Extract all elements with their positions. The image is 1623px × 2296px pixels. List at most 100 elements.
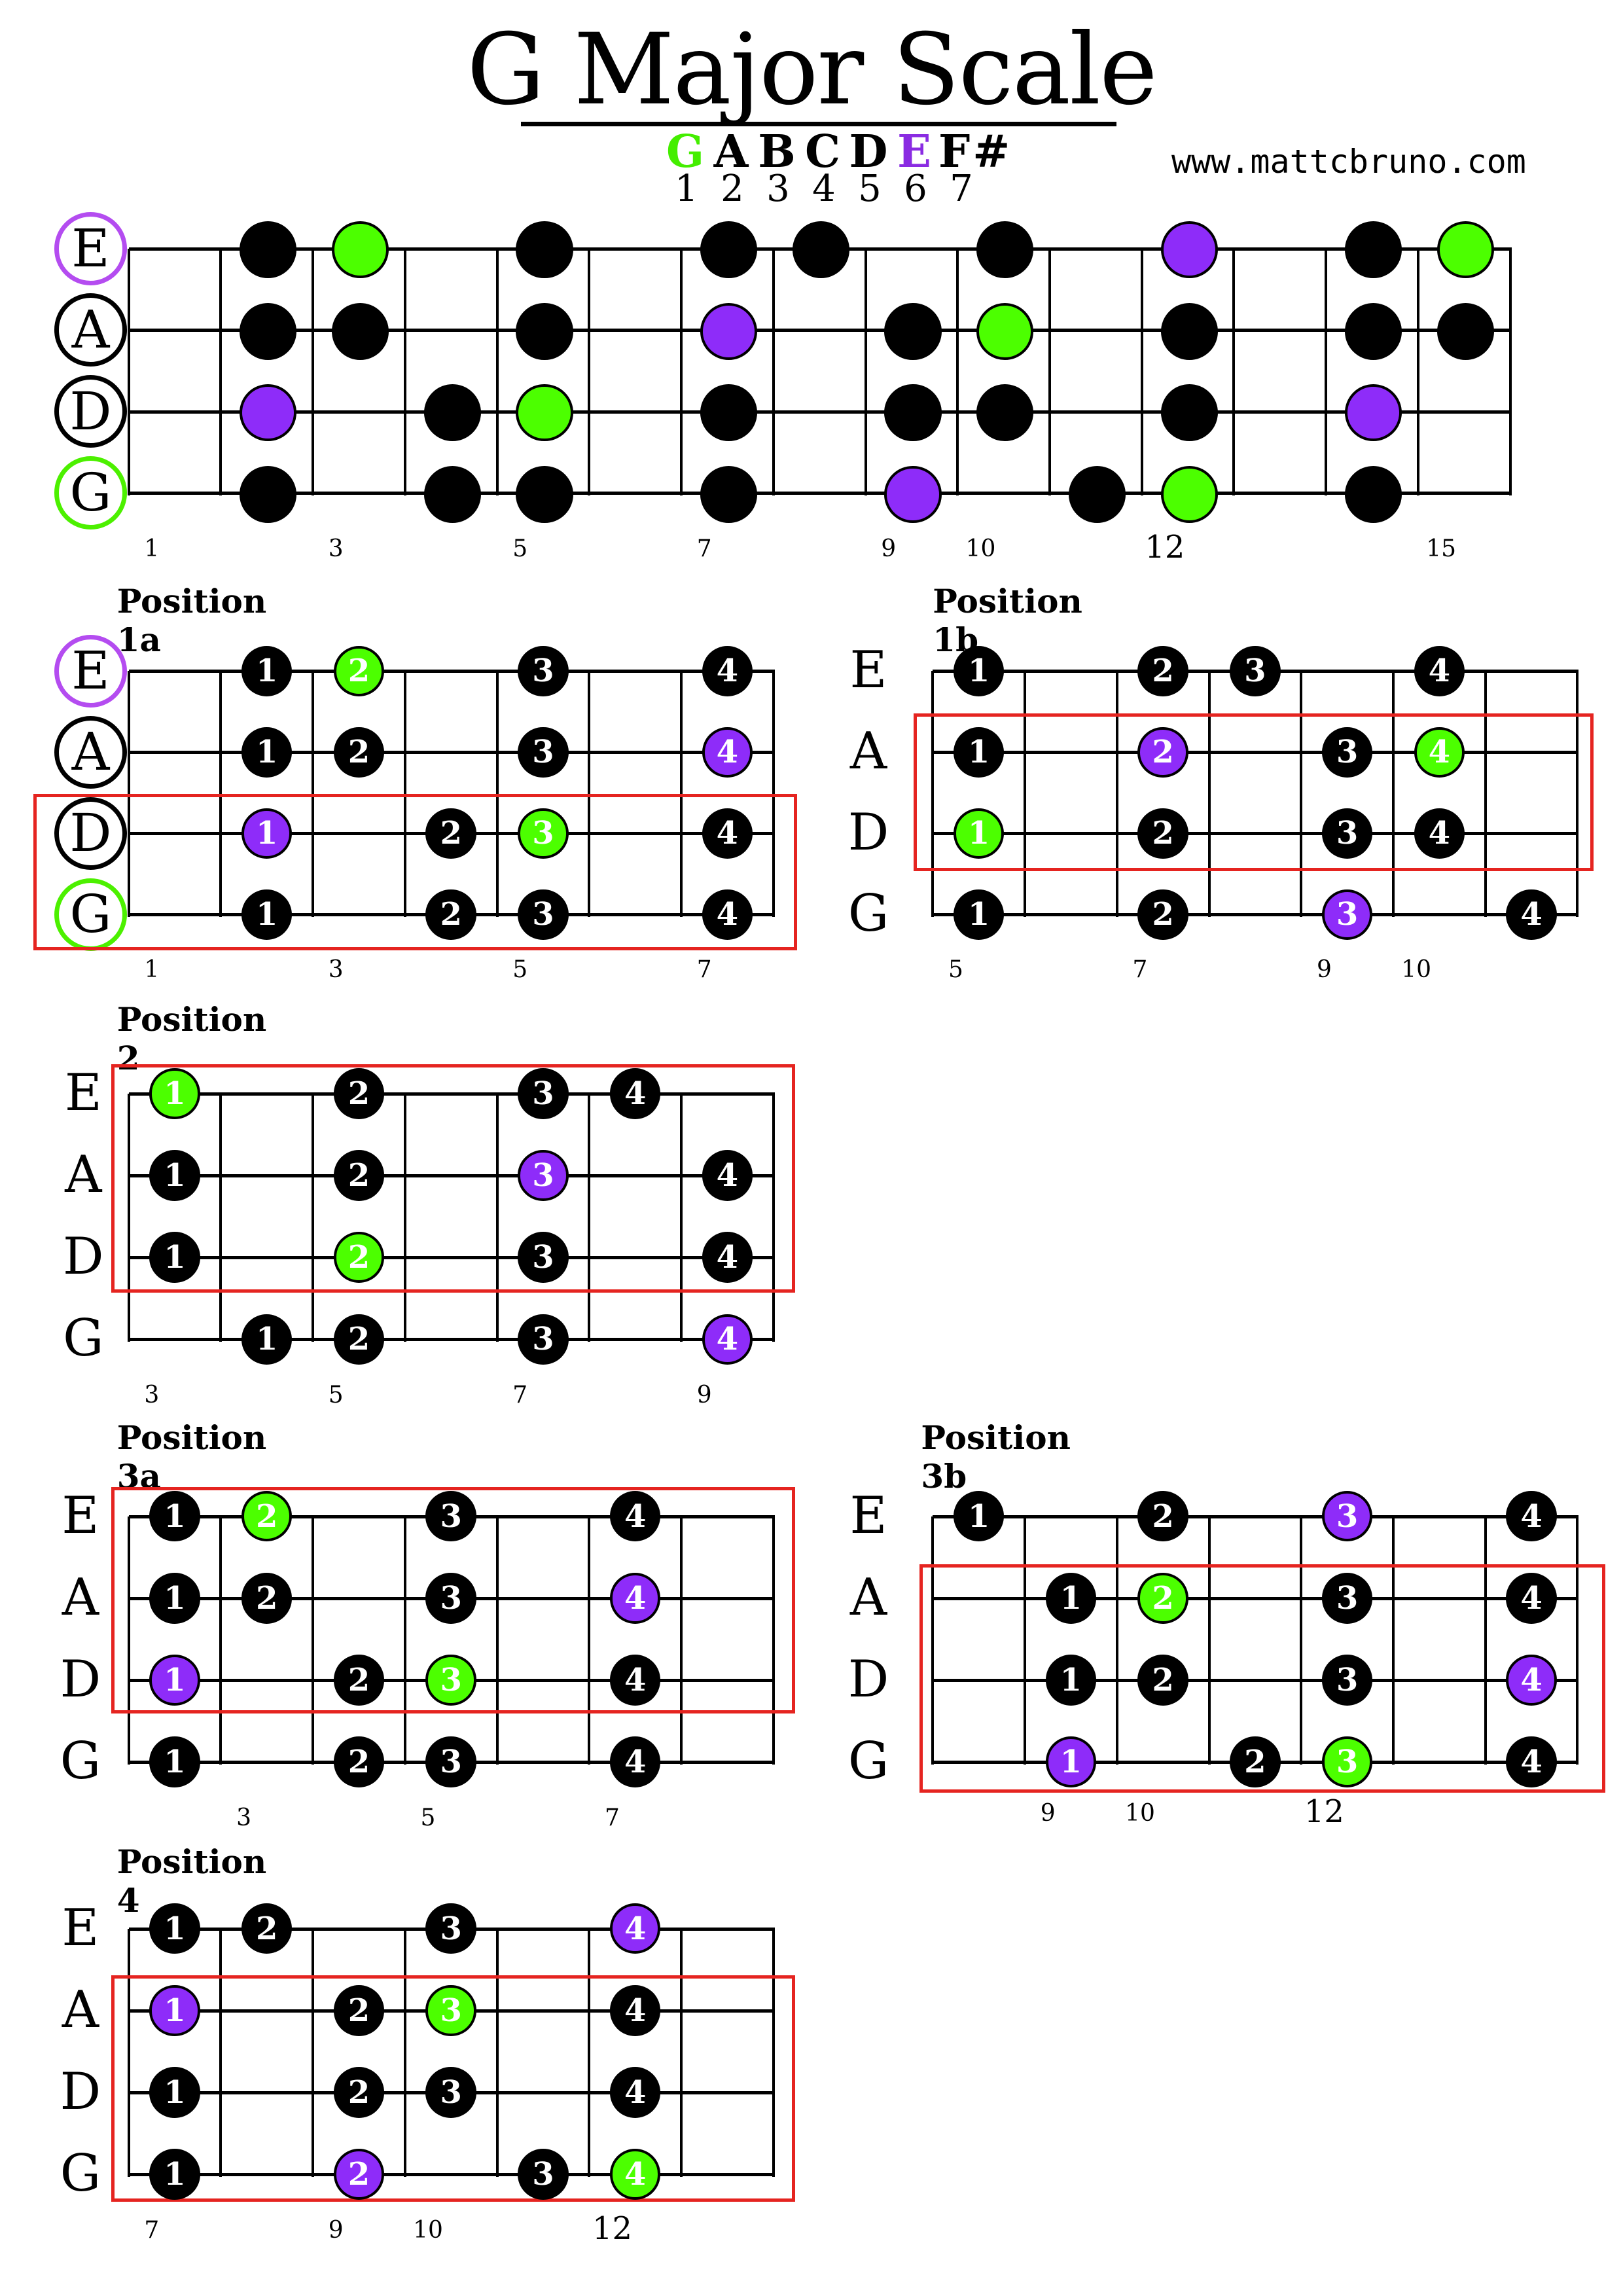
fret-number: 5 — [328, 1382, 344, 1409]
fret-line — [1508, 248, 1512, 496]
website-label: www.mattcbruno.com — [1171, 143, 1526, 181]
sixth-note-dot: 2 — [1137, 726, 1188, 778]
string-label-g: G — [54, 456, 128, 529]
root-note-dot — [976, 302, 1034, 360]
sixth-note-dot: 1 — [149, 1655, 200, 1706]
scale-note-dot — [700, 221, 758, 279]
string-line-e — [128, 670, 775, 673]
fret-number: 5 — [512, 535, 528, 562]
scale-note-dot: 2 — [1137, 1490, 1188, 1542]
string-line-e — [933, 1515, 1579, 1518]
fret-number: 5 — [420, 1804, 436, 1831]
scale-note-dot: 3 — [518, 726, 569, 778]
scale-note-dot — [976, 221, 1034, 279]
string-label-a: A — [54, 715, 128, 789]
scale-note-dot: 2 — [333, 726, 385, 778]
fret-number: 12 — [592, 2210, 633, 2247]
root-note-dot: 2 — [241, 1490, 293, 1542]
string-line-a — [128, 1174, 775, 1178]
string-line-d — [128, 1256, 775, 1260]
scale-note-dot: 3 — [1321, 808, 1373, 859]
root-note-dot: 2 — [1137, 1572, 1188, 1624]
fret-line — [931, 671, 935, 918]
fret-number: 10 — [965, 535, 996, 562]
scale-note-dot: 4 — [1414, 645, 1465, 697]
scale-note-dot: 1 — [953, 726, 1005, 778]
scale-note-dot: 4 — [1414, 808, 1465, 859]
scale-note-dot: 2 — [333, 1314, 385, 1365]
fret-line — [1024, 1516, 1027, 1765]
root-note-dot: 1 — [953, 808, 1005, 859]
sixth-note-dot: 4 — [609, 1572, 661, 1624]
fret-line — [1048, 248, 1051, 496]
position-title: Position 3b — [921, 1418, 1071, 1496]
fret-line — [403, 1094, 406, 1342]
scale-note-dot — [516, 465, 573, 523]
scale-note-dot: 3 — [425, 1490, 476, 1542]
title-underline — [521, 122, 1116, 126]
scale-note-dot: 1 — [149, 1903, 200, 1954]
fret-line — [495, 1094, 499, 1342]
scale-note-dot: 3 — [425, 1903, 476, 1954]
scale-degree: 5 — [858, 168, 882, 210]
scale-note-dot: 3 — [518, 889, 569, 941]
scale-note-dot — [1160, 384, 1218, 442]
fret-line — [1484, 1516, 1487, 1765]
fret-number: 9 — [881, 535, 897, 562]
sixth-note-dot: 4 — [1506, 1655, 1557, 1706]
scale-note-dot: 2 — [1137, 645, 1188, 697]
fret-line — [219, 1094, 223, 1342]
scale-note-dot: 2 — [333, 1984, 385, 2036]
string-label-d: D — [847, 803, 889, 863]
sixth-note-dot: 3 — [518, 1150, 569, 1201]
scale-note-dot: 4 — [1506, 889, 1557, 941]
scale-note-dot — [331, 302, 389, 360]
string-label-e: E — [62, 1486, 99, 1545]
string-label-d: D — [847, 1649, 889, 1709]
scale-note-dot: 3 — [518, 645, 569, 697]
position-title: Position 1a — [116, 582, 267, 660]
root-note-dot: 2 — [333, 1232, 385, 1283]
scale-note-dot — [423, 384, 481, 442]
fret-line — [1576, 671, 1579, 918]
root-note-dot — [516, 384, 573, 442]
fret-number: 9 — [696, 1382, 712, 1409]
fret-line — [127, 1516, 130, 1765]
position-title: Position 2 — [116, 1000, 267, 1078]
scale-note-dot — [1345, 221, 1402, 279]
string-label-a: A — [54, 293, 128, 367]
scale-note-dot — [1068, 465, 1126, 523]
fret-line — [403, 1928, 406, 2177]
fret-number: 7 — [512, 1382, 528, 1409]
scale-note-dot — [792, 221, 849, 279]
string-label-g: G — [60, 2144, 101, 2203]
string-label-g: G — [54, 878, 128, 952]
scale-note-dot: 1 — [149, 1490, 200, 1542]
scale-degree: 2 — [721, 168, 744, 210]
string-line-g — [933, 913, 1579, 917]
scale-note-dot — [1160, 302, 1218, 360]
scale-note-dot: 3 — [1230, 645, 1281, 697]
scale-note-dot: 3 — [518, 2149, 569, 2200]
fret-number: 9 — [1316, 956, 1332, 984]
scale-note-dot: 3 — [518, 1232, 569, 1283]
fret-line — [1140, 248, 1143, 496]
sixth-note-dot: 4 — [702, 726, 753, 778]
fret-line — [495, 248, 499, 496]
scale-note-dot — [516, 221, 573, 279]
root-note-dot: 4 — [1414, 726, 1465, 778]
scale-note-dot: 4 — [609, 1655, 661, 1706]
fret-line — [680, 1516, 683, 1765]
string-label-e: E — [64, 1064, 102, 1123]
fret-number: 7 — [605, 1804, 620, 1831]
fret-number: 7 — [1132, 956, 1148, 984]
scale-note-dot: 2 — [241, 1903, 293, 1954]
scale-note-dot: 3 — [1321, 1572, 1373, 1624]
string-label-a: A — [62, 1980, 99, 2039]
fret-line — [1325, 248, 1328, 496]
string-line-d — [933, 832, 1579, 836]
scale-note-dot: 4 — [609, 1490, 661, 1542]
root-note-dot: 1 — [149, 1068, 200, 1119]
scale-note-dot: 2 — [425, 808, 476, 859]
